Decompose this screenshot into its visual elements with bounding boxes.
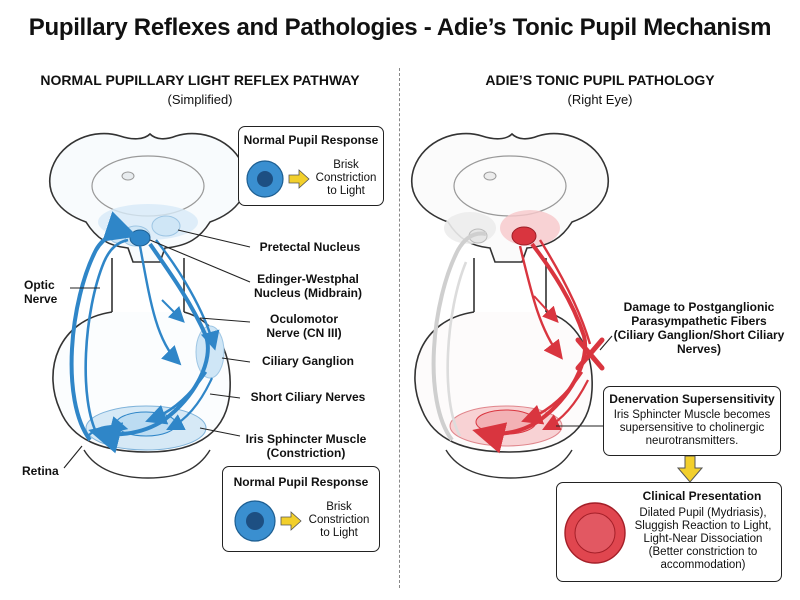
normal-response-text-bottom: Brisk Constriction to Light (308, 501, 370, 539)
dilated-pupil-icon (564, 502, 626, 564)
damage-x-icon (575, 337, 605, 371)
left-leader-lines (63, 229, 251, 469)
normal-response-box-top: Normal Pupil Response Brisk Constriction… (238, 126, 384, 206)
clinical-title: Clinical Presentation (642, 489, 762, 503)
panel-divider (399, 68, 400, 588)
left-panel-title: NORMAL PUPILLARY LIGHT REFLEX PATHWAY (40, 72, 360, 88)
clinical-presentation-box: Clinical Presentation Dilated Pupil (Myd… (556, 482, 782, 582)
label-pretectal-nucleus: Pretectal Nucleus (259, 240, 361, 254)
label-iris-sphincter: Iris Sphincter Muscle (Constriction) (245, 432, 367, 460)
page-title: Pupillary Reflexes and Pathologies - Adi… (28, 14, 772, 41)
denervation-box: Denervation Supersensitivity Iris Sphinc… (603, 386, 781, 456)
right-leader-lines (556, 335, 613, 427)
midbrain-outline-right (411, 132, 609, 263)
label-ciliary-ganglion: Ciliary Ganglion (261, 354, 354, 368)
label-retina: Retina (22, 464, 59, 478)
right-panel-title: ADIE’S TONIC PUPIL PATHOLOGY (485, 72, 715, 88)
label-oculomotor-nerve: Oculomotor Nerve (CN III) (266, 312, 342, 340)
label-edinger-westphal: Edinger-Westphal Nucleus (Midbrain) (253, 272, 362, 300)
left-panel-subtitle: (Simplified) (167, 92, 233, 107)
label-optic-nerve: Optic Nerve (24, 278, 58, 306)
denervation-title: Denervation Supersensitivity (609, 392, 775, 406)
label-damage-postganglionic: Damage to Postganglionic Parasympathetic… (613, 300, 785, 356)
normal-pupil-icon (246, 160, 310, 198)
pathology-anatomy (411, 132, 609, 479)
normal-response-title-bottom: Normal Pupil Response (233, 475, 369, 489)
yellow-down-arrow-icon (676, 455, 704, 483)
normal-response-box-bottom: Normal Pupil Response Brisk Constriction… (222, 466, 380, 552)
normal-response-text: Brisk Constriction to Light (315, 159, 377, 197)
normal-response-title: Normal Pupil Response (243, 133, 379, 147)
normal-anatomy (49, 132, 247, 479)
denervation-text: Iris Sphincter Muscle becomes supersensi… (613, 409, 771, 447)
normal-pupil-icon-bottom (234, 500, 302, 542)
right-panel-subtitle: (Right Eye) (567, 92, 633, 107)
midbrain-outline (49, 132, 247, 263)
label-short-ciliary-nerves: Short Ciliary Nerves (250, 390, 366, 404)
clinical-text: Dilated Pupil (Mydriasis), Sluggish Reac… (634, 507, 772, 571)
